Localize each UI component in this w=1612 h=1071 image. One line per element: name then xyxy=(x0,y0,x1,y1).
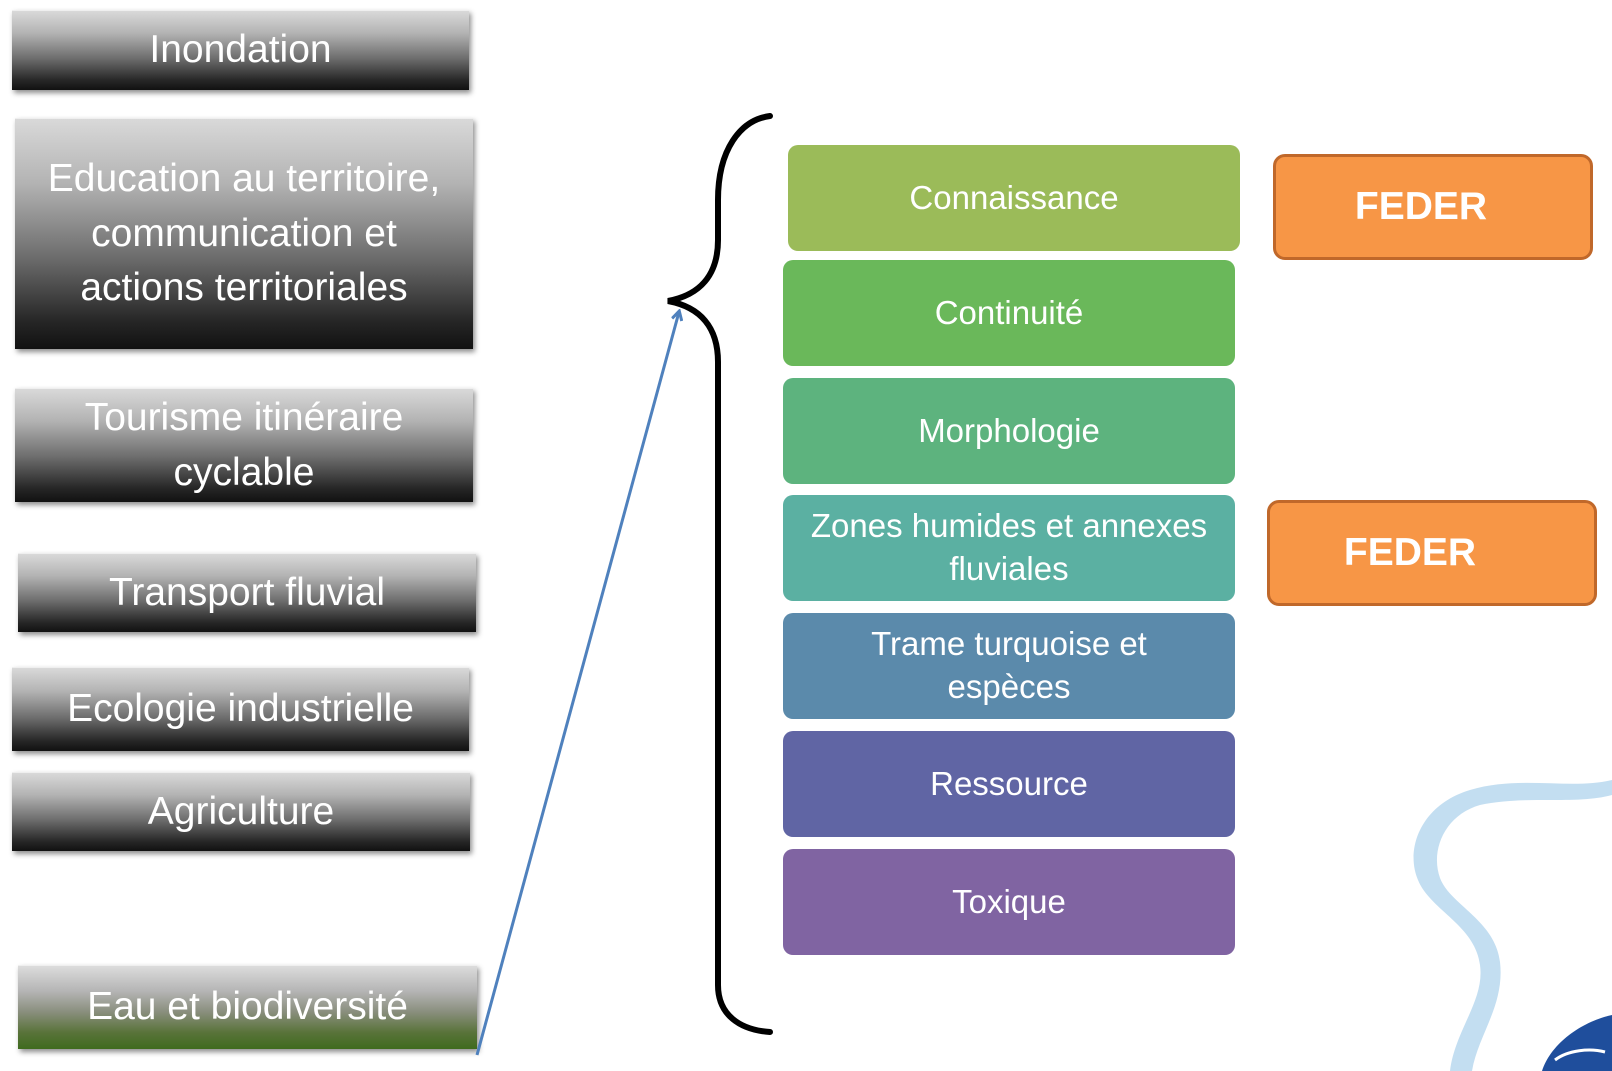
subtheme-zones-humides[interactable]: Zones humides et annexes fluviales xyxy=(783,495,1235,601)
feder-tag-connaissance: FEDER xyxy=(1273,154,1593,260)
theme-eau-biodiversite-label: Eau et biodiversité xyxy=(87,985,408,1029)
curly-brace xyxy=(667,113,773,1035)
theme-education[interactable]: Education au territoire, communication e… xyxy=(15,118,473,349)
subtheme-connaissance-label: Connaissance xyxy=(909,178,1119,216)
feder-tag-zones-humides: FEDER xyxy=(1267,500,1597,606)
theme-ecologie-label: Ecologie industrielle xyxy=(67,687,414,731)
theme-transport-label: Transport fluvial xyxy=(109,570,385,614)
subtheme-toxique[interactable]: Toxique xyxy=(783,849,1235,955)
subtheme-ressource-label: Ressource xyxy=(930,764,1088,802)
feder-tag-zones-humides-label: FEDER xyxy=(1343,531,1477,574)
theme-eau-biodiversite[interactable]: Eau et biodiversité xyxy=(18,965,477,1049)
theme-agriculture-label: Agriculture xyxy=(147,789,335,833)
theme-ecologie[interactable]: Ecologie industrielle xyxy=(12,667,469,751)
theme-agriculture[interactable]: Agriculture xyxy=(12,772,470,851)
subtheme-ressource[interactable]: Ressource xyxy=(783,731,1235,837)
subtheme-morphologie[interactable]: Morphologie xyxy=(783,378,1235,484)
subtheme-connaissance[interactable]: Connaissance xyxy=(788,145,1240,251)
subtheme-toxique-label: Toxique xyxy=(952,882,1066,920)
subtheme-trame-turquoise-label: Trame turquoise et espèces xyxy=(871,625,1147,705)
theme-education-label: Education au territoire, communication e… xyxy=(47,157,441,310)
theme-tourisme-label: Tourisme itinéraire cyclable xyxy=(84,395,404,494)
theme-inondation-label: Inondation xyxy=(149,28,332,72)
subtheme-trame-turquoise[interactable]: Trame turquoise et espèces xyxy=(783,613,1235,719)
subtheme-morphologie-label: Morphologie xyxy=(918,411,1100,449)
subtheme-continuite-label: Continuité xyxy=(934,293,1084,331)
theme-tourisme[interactable]: Tourisme itinéraire cyclable xyxy=(15,388,473,502)
feder-tag-connaissance-label: FEDER xyxy=(1354,185,1488,228)
theme-inondation[interactable]: Inondation xyxy=(12,10,469,90)
logo-partial xyxy=(1542,1015,1612,1071)
link-arrow xyxy=(475,312,679,1056)
subtheme-zones-humides-label: Zones humides et annexes fluviales xyxy=(810,507,1208,587)
subtheme-continuite[interactable]: Continuité xyxy=(783,260,1235,366)
theme-transport[interactable]: Transport fluvial xyxy=(18,553,476,632)
